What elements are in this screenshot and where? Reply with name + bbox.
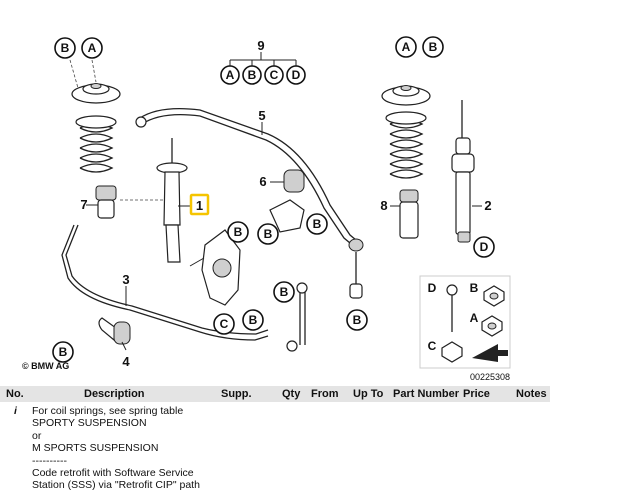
front-anti-roll-bar <box>61 224 269 345</box>
svg-text:B: B <box>280 285 289 299</box>
description-line: M SPORTS SUSPENSION <box>32 442 159 455</box>
letter-b-top-left: B <box>54 37 76 59</box>
legend-letter-a: A <box>470 311 479 325</box>
letter-b-9: B <box>242 65 262 85</box>
callout-1-highlight[interactable]: 1 <box>189 193 210 216</box>
letter-b-lower: B <box>242 309 264 331</box>
svg-text:D: D <box>292 68 301 82</box>
parts-table-header: No. Description Supp. Qty From Up To Par… <box>0 386 550 402</box>
letter-a-9: A <box>220 65 240 85</box>
hardware-legend <box>419 275 511 369</box>
callout-3: 3 <box>122 272 129 287</box>
image-number: 00225308 <box>470 372 510 382</box>
col-up-to: Up To <box>353 388 384 400</box>
front-strut <box>120 138 188 263</box>
svg-text:B: B <box>248 68 257 82</box>
col-description: Description <box>84 388 145 400</box>
description-line: For coil springs, see spring table <box>32 405 184 417</box>
svg-text:C: C <box>220 317 229 331</box>
svg-text:B: B <box>429 40 438 54</box>
copyright-text: © BMW AG <box>22 361 69 371</box>
table-row: i For coil springs, see spring table SPO… <box>0 403 550 491</box>
letter-b-link: B <box>273 281 295 303</box>
callout-1: 1 <box>196 198 203 213</box>
svg-text:B: B <box>249 313 258 327</box>
col-from: From <box>311 388 339 400</box>
svg-text:B: B <box>353 313 362 327</box>
letter-b-bottom-left: B <box>52 341 74 363</box>
svg-text:B: B <box>59 345 68 359</box>
callout-9: 9 <box>257 38 264 53</box>
description-line: or <box>32 429 42 442</box>
svg-text:C: C <box>270 68 279 82</box>
col-price: Price <box>463 388 490 400</box>
right-bump-stop <box>399 189 419 239</box>
col-supp: Supp. <box>221 388 252 400</box>
legend-letter-d: D <box>428 281 437 295</box>
row-description: For coil springs, see spring table SPORT… <box>32 405 200 492</box>
letter-b-top-right: B <box>422 36 444 58</box>
col-no: No. <box>6 388 24 400</box>
svg-text:B: B <box>234 225 243 239</box>
description-line: ---------- <box>32 454 67 467</box>
svg-text:A: A <box>402 40 411 54</box>
col-qty: Qty <box>282 388 301 400</box>
rubber-mount <box>269 169 305 233</box>
info-marker: i <box>14 405 17 417</box>
callout-6: 6 <box>259 174 266 189</box>
callout-8: 8 <box>380 198 387 213</box>
letter-d-9: D <box>286 65 306 85</box>
callout-7: 7 <box>80 197 87 212</box>
letter-a-top-right: A <box>395 36 417 58</box>
letter-a-top-left: A <box>81 37 103 59</box>
svg-text:B: B <box>264 227 273 241</box>
svg-text:B: B <box>313 217 322 231</box>
rear-shock-absorber <box>451 100 475 243</box>
col-notes: Notes <box>516 388 547 400</box>
col-part-number: Part Number <box>393 388 460 400</box>
letter-b-right-link: B <box>346 309 368 331</box>
callout-9-bracket <box>229 52 297 66</box>
letter-b-mount: B <box>257 223 279 245</box>
description-line: Station (SSS) via "Retrofit CIP" path <box>32 479 200 492</box>
left-strut-mount <box>69 59 121 104</box>
svg-text:A: A <box>226 68 235 82</box>
description-line: Code retrofit with Software Service <box>32 467 194 480</box>
right-coil-spring <box>385 111 427 179</box>
left-bump-stop <box>86 185 117 219</box>
legend-letter-b: B <box>470 281 479 295</box>
letter-c-9: C <box>264 65 284 85</box>
callout-5: 5 <box>258 108 265 123</box>
letter-c-knuckle: C <box>213 313 235 335</box>
right-strut-mount <box>381 85 431 106</box>
svg-text:D: D <box>480 240 489 254</box>
legend-letter-c: C <box>428 339 437 353</box>
left-coil-spring <box>75 115 117 173</box>
callout-4: 4 <box>122 354 130 369</box>
stabilizer-rod <box>135 107 363 249</box>
letter-b-knuckle: B <box>227 221 249 243</box>
svg-text:A: A <box>88 41 97 55</box>
stabilizer-link <box>286 238 364 352</box>
description-line: SPORTY SUSPENSION <box>32 417 147 430</box>
svg-text:B: B <box>61 41 70 55</box>
parts-diagram: .ln { stroke:#222; stroke-width:1.3; fil… <box>22 36 511 382</box>
callout-2: 2 <box>484 198 491 213</box>
letter-b-rod: B <box>306 213 328 235</box>
letter-d-shock: D <box>473 236 495 258</box>
